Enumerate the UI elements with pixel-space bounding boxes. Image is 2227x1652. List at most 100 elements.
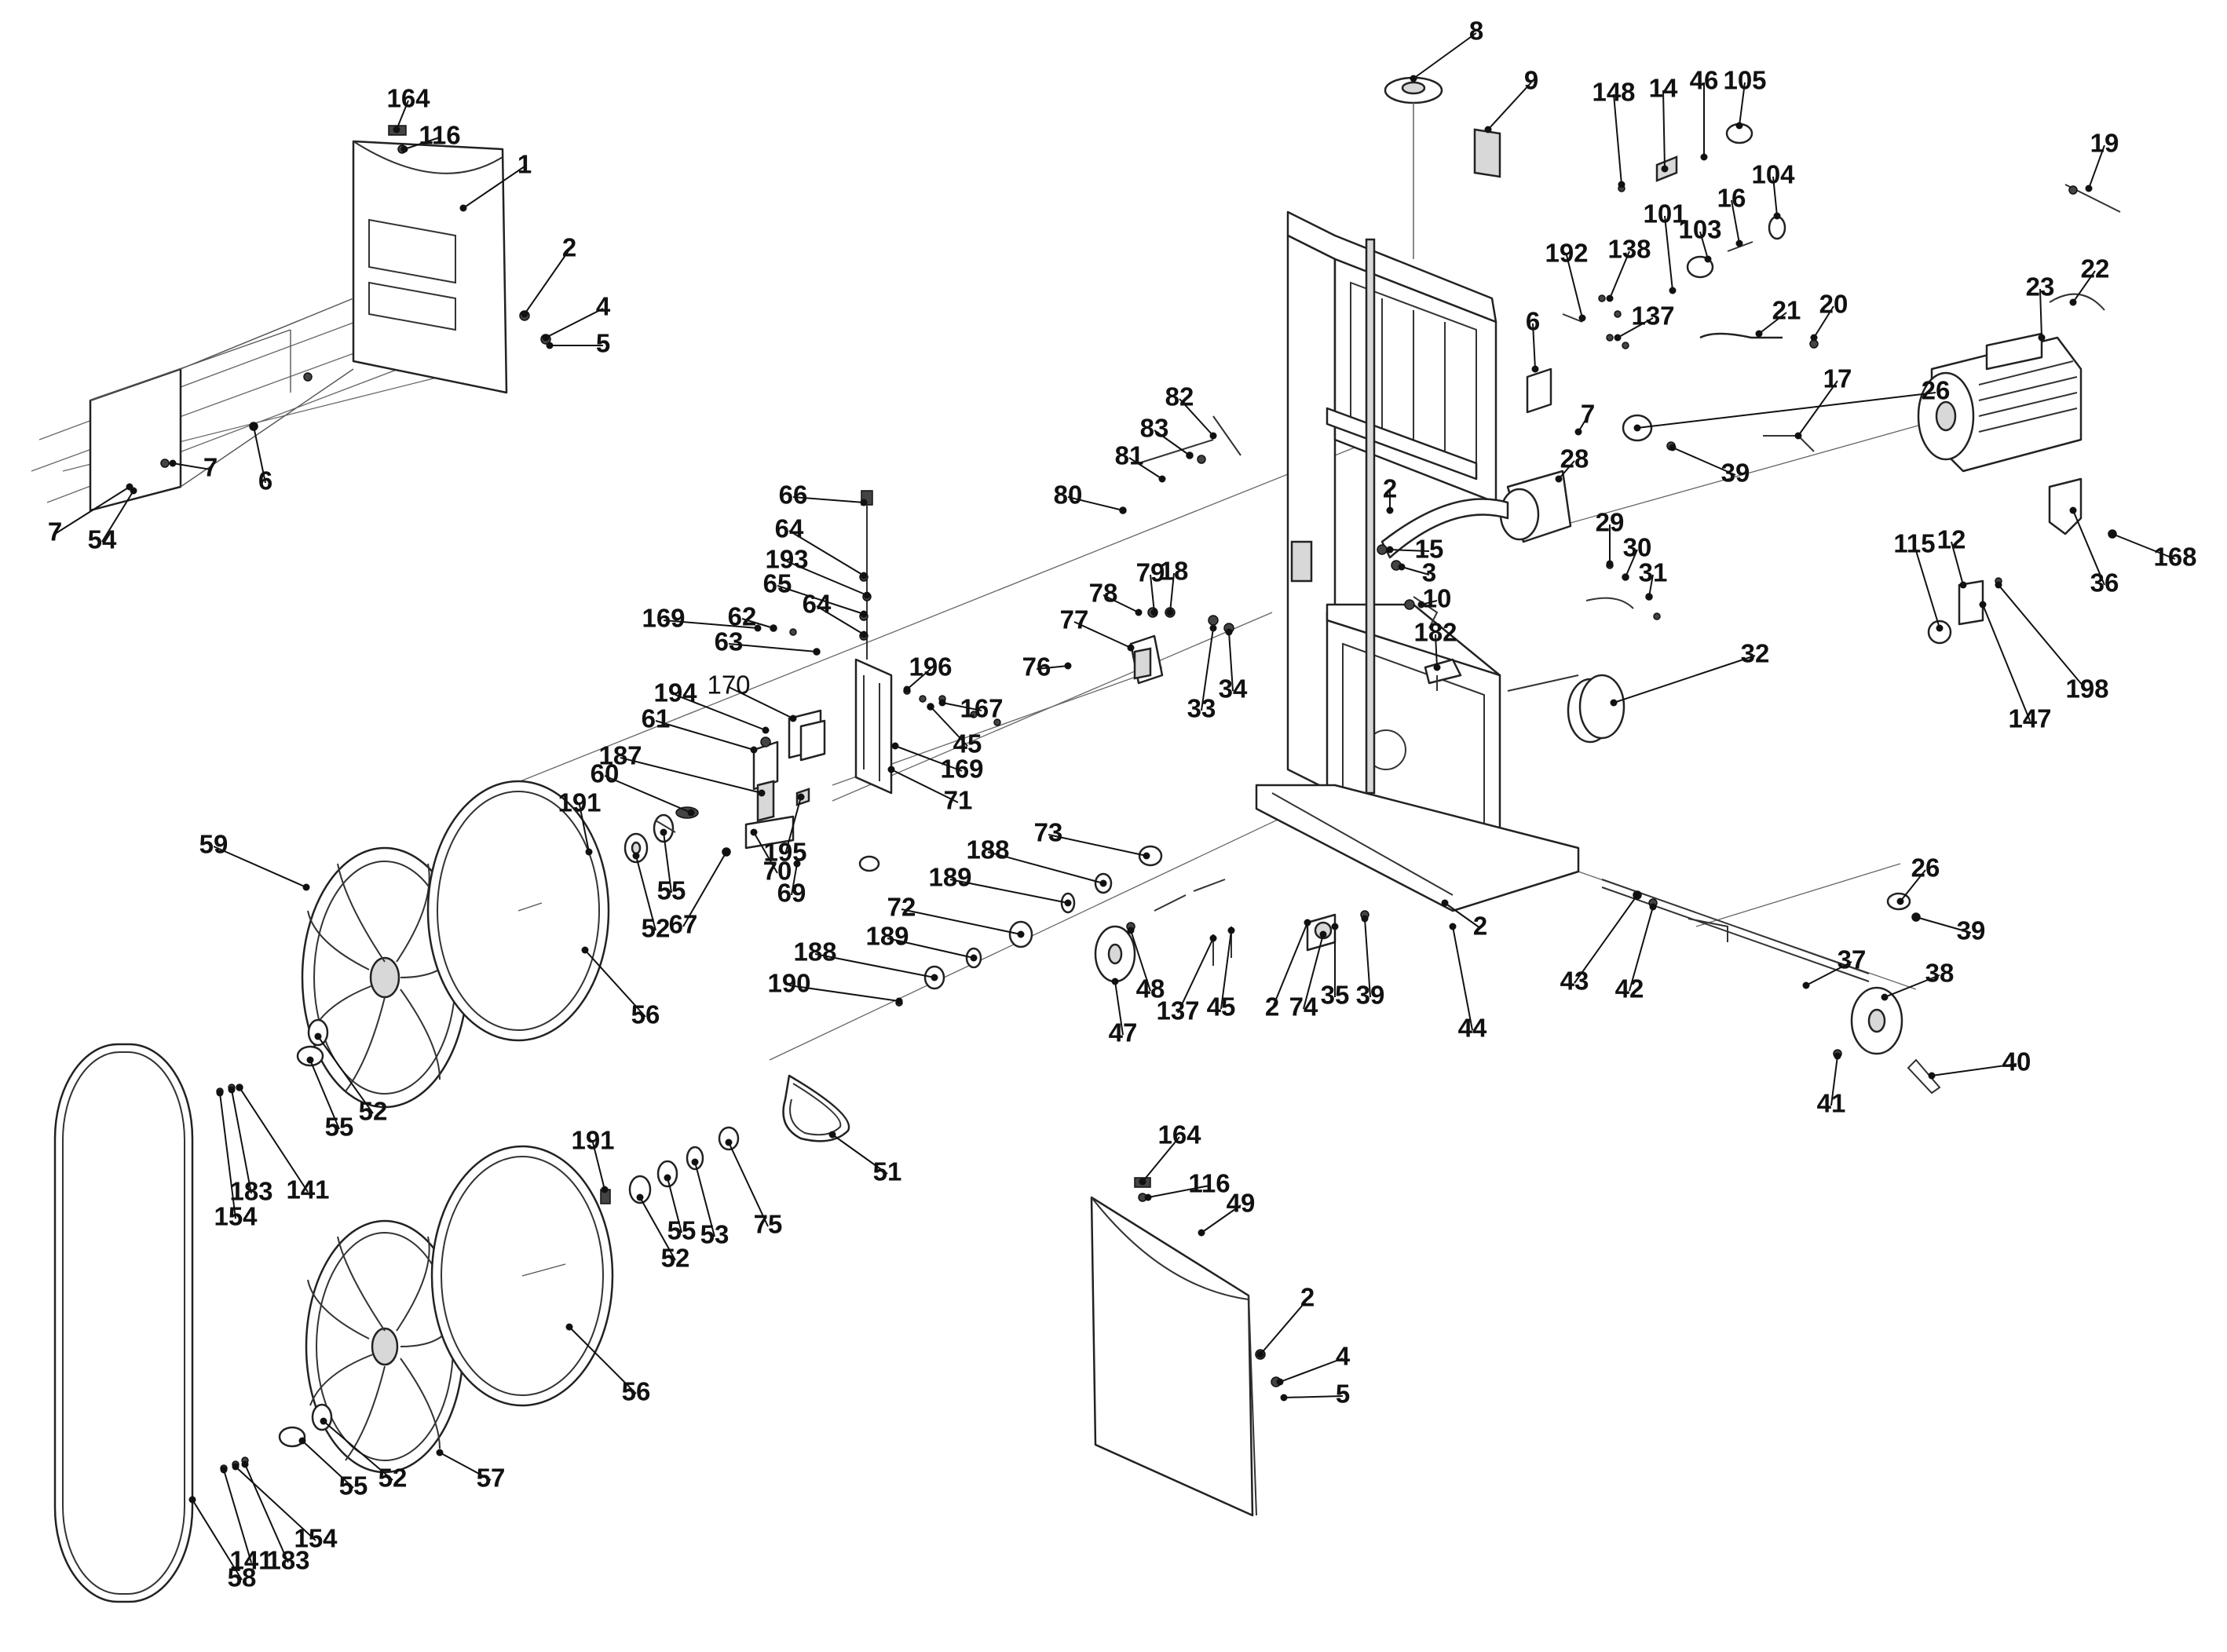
leader-dot [1802, 981, 1810, 989]
leader-line [1830, 1055, 1838, 1106]
leader-dot [1143, 852, 1150, 860]
leader-line [1532, 323, 1536, 370]
leader-dot [1896, 897, 1904, 905]
leader-line [1914, 545, 1940, 629]
leader-line [1444, 902, 1481, 929]
part-callout-7: 7 [1581, 400, 1595, 429]
leader-dot [1700, 153, 1708, 161]
leader-line [1435, 634, 1438, 668]
leader-dot [1166, 609, 1174, 616]
leader-dot [1139, 1178, 1146, 1186]
part-callout-26: 26 [1911, 853, 1940, 883]
leader-line [1067, 496, 1124, 511]
leader-line [1982, 604, 2031, 722]
leader-line [890, 769, 959, 803]
leader-line [2088, 144, 2105, 189]
leader-dot [1449, 923, 1457, 930]
part-callout-59: 59 [199, 830, 229, 859]
leader-dot [1398, 563, 1406, 571]
part-callout-38: 38 [1925, 959, 1955, 988]
leader-dot [1614, 334, 1622, 342]
leader-dot [521, 310, 528, 318]
part-callout-15: 15 [1415, 535, 1444, 564]
leader-line [223, 1469, 252, 1563]
part-callout-39: 39 [1957, 916, 1986, 945]
part-callout-115: 115 [1893, 529, 1935, 558]
part-callout-49: 49 [1227, 1189, 1256, 1218]
part-callout-183: 183 [266, 1546, 309, 1575]
part-callout-137: 137 [1631, 302, 1674, 331]
part-callout-103: 103 [1678, 215, 1721, 244]
leader-line [682, 851, 727, 927]
part-callout-164: 164 [386, 84, 430, 113]
leader-dot [1150, 609, 1158, 616]
leader-dot [1198, 1229, 1205, 1237]
part-callout-33: 33 [1187, 694, 1216, 723]
leader-dot [891, 742, 899, 750]
part-callout-64: 64 [803, 590, 832, 619]
leader-line [667, 1177, 682, 1234]
part-callout-45: 45 [1207, 992, 1236, 1022]
part-callout-32: 32 [1741, 639, 1770, 668]
leader-dot [660, 828, 667, 836]
leader-dot [750, 828, 758, 836]
part-callout-12: 12 [1937, 525, 1966, 554]
leader-dot [1410, 75, 1417, 82]
part-callout-196: 196 [909, 652, 952, 682]
part-callout-18: 18 [1160, 557, 1189, 586]
part-callout-37: 37 [1838, 945, 1867, 974]
leader-line [663, 620, 759, 629]
part-callout-66: 66 [779, 481, 808, 510]
leader-line [949, 879, 1069, 904]
part-callout-81: 81 [1115, 441, 1144, 470]
leader-line [1201, 1204, 1241, 1234]
leader-line [1487, 82, 1532, 130]
lower-wheel [278, 1219, 465, 1474]
leader-line [219, 1092, 236, 1219]
leader-dot [232, 1463, 240, 1471]
leader-line [887, 937, 975, 959]
leader-line [231, 1089, 252, 1194]
part-callout-191: 191 [571, 1126, 614, 1155]
leader-dot [585, 848, 593, 856]
part-callout-78: 78 [1089, 579, 1118, 608]
part-callout-55: 55 [667, 1216, 697, 1245]
leader-line [1364, 918, 1371, 998]
leader-dot [241, 1460, 249, 1468]
leader-dot [302, 883, 310, 891]
leader-line [1130, 930, 1151, 992]
leader-line [675, 694, 766, 731]
leader-line [1103, 594, 1139, 613]
leader-line [901, 908, 1022, 935]
leader-dot [860, 572, 868, 579]
leader-dot [863, 591, 871, 599]
leader-line [1998, 584, 2088, 692]
leader-dot [2069, 298, 2077, 306]
leader-dot [2085, 185, 2093, 192]
leader-dot [298, 1437, 306, 1445]
motor [1917, 332, 2083, 473]
leader-dot [1531, 365, 1539, 373]
part-callout-60: 60 [591, 759, 620, 788]
leader-line [1613, 93, 1622, 185]
leader-dot [1433, 663, 1441, 671]
leader-line [1609, 250, 1630, 299]
leader-dot [828, 1131, 836, 1138]
leader-line [1566, 254, 1583, 319]
part-callout-52: 52 [661, 1244, 690, 1273]
part-callout-55: 55 [657, 876, 686, 905]
leader-dot [1484, 126, 1492, 133]
part-callout-193: 193 [765, 545, 808, 574]
part-callout-198: 198 [2065, 674, 2108, 704]
lower-wheel-cover [1090, 1177, 1282, 1517]
leader-line [1147, 1185, 1210, 1198]
part-callout-71: 71 [944, 786, 973, 815]
leader-line [1114, 981, 1124, 1036]
leader-line [1813, 305, 1834, 338]
part-callout-57: 57 [477, 1464, 506, 1493]
leader-dot [1936, 624, 1944, 632]
leader-dot [1064, 662, 1072, 670]
leader-dot [1704, 255, 1712, 263]
leader-dot [306, 1056, 314, 1064]
leader-dot [762, 726, 770, 734]
